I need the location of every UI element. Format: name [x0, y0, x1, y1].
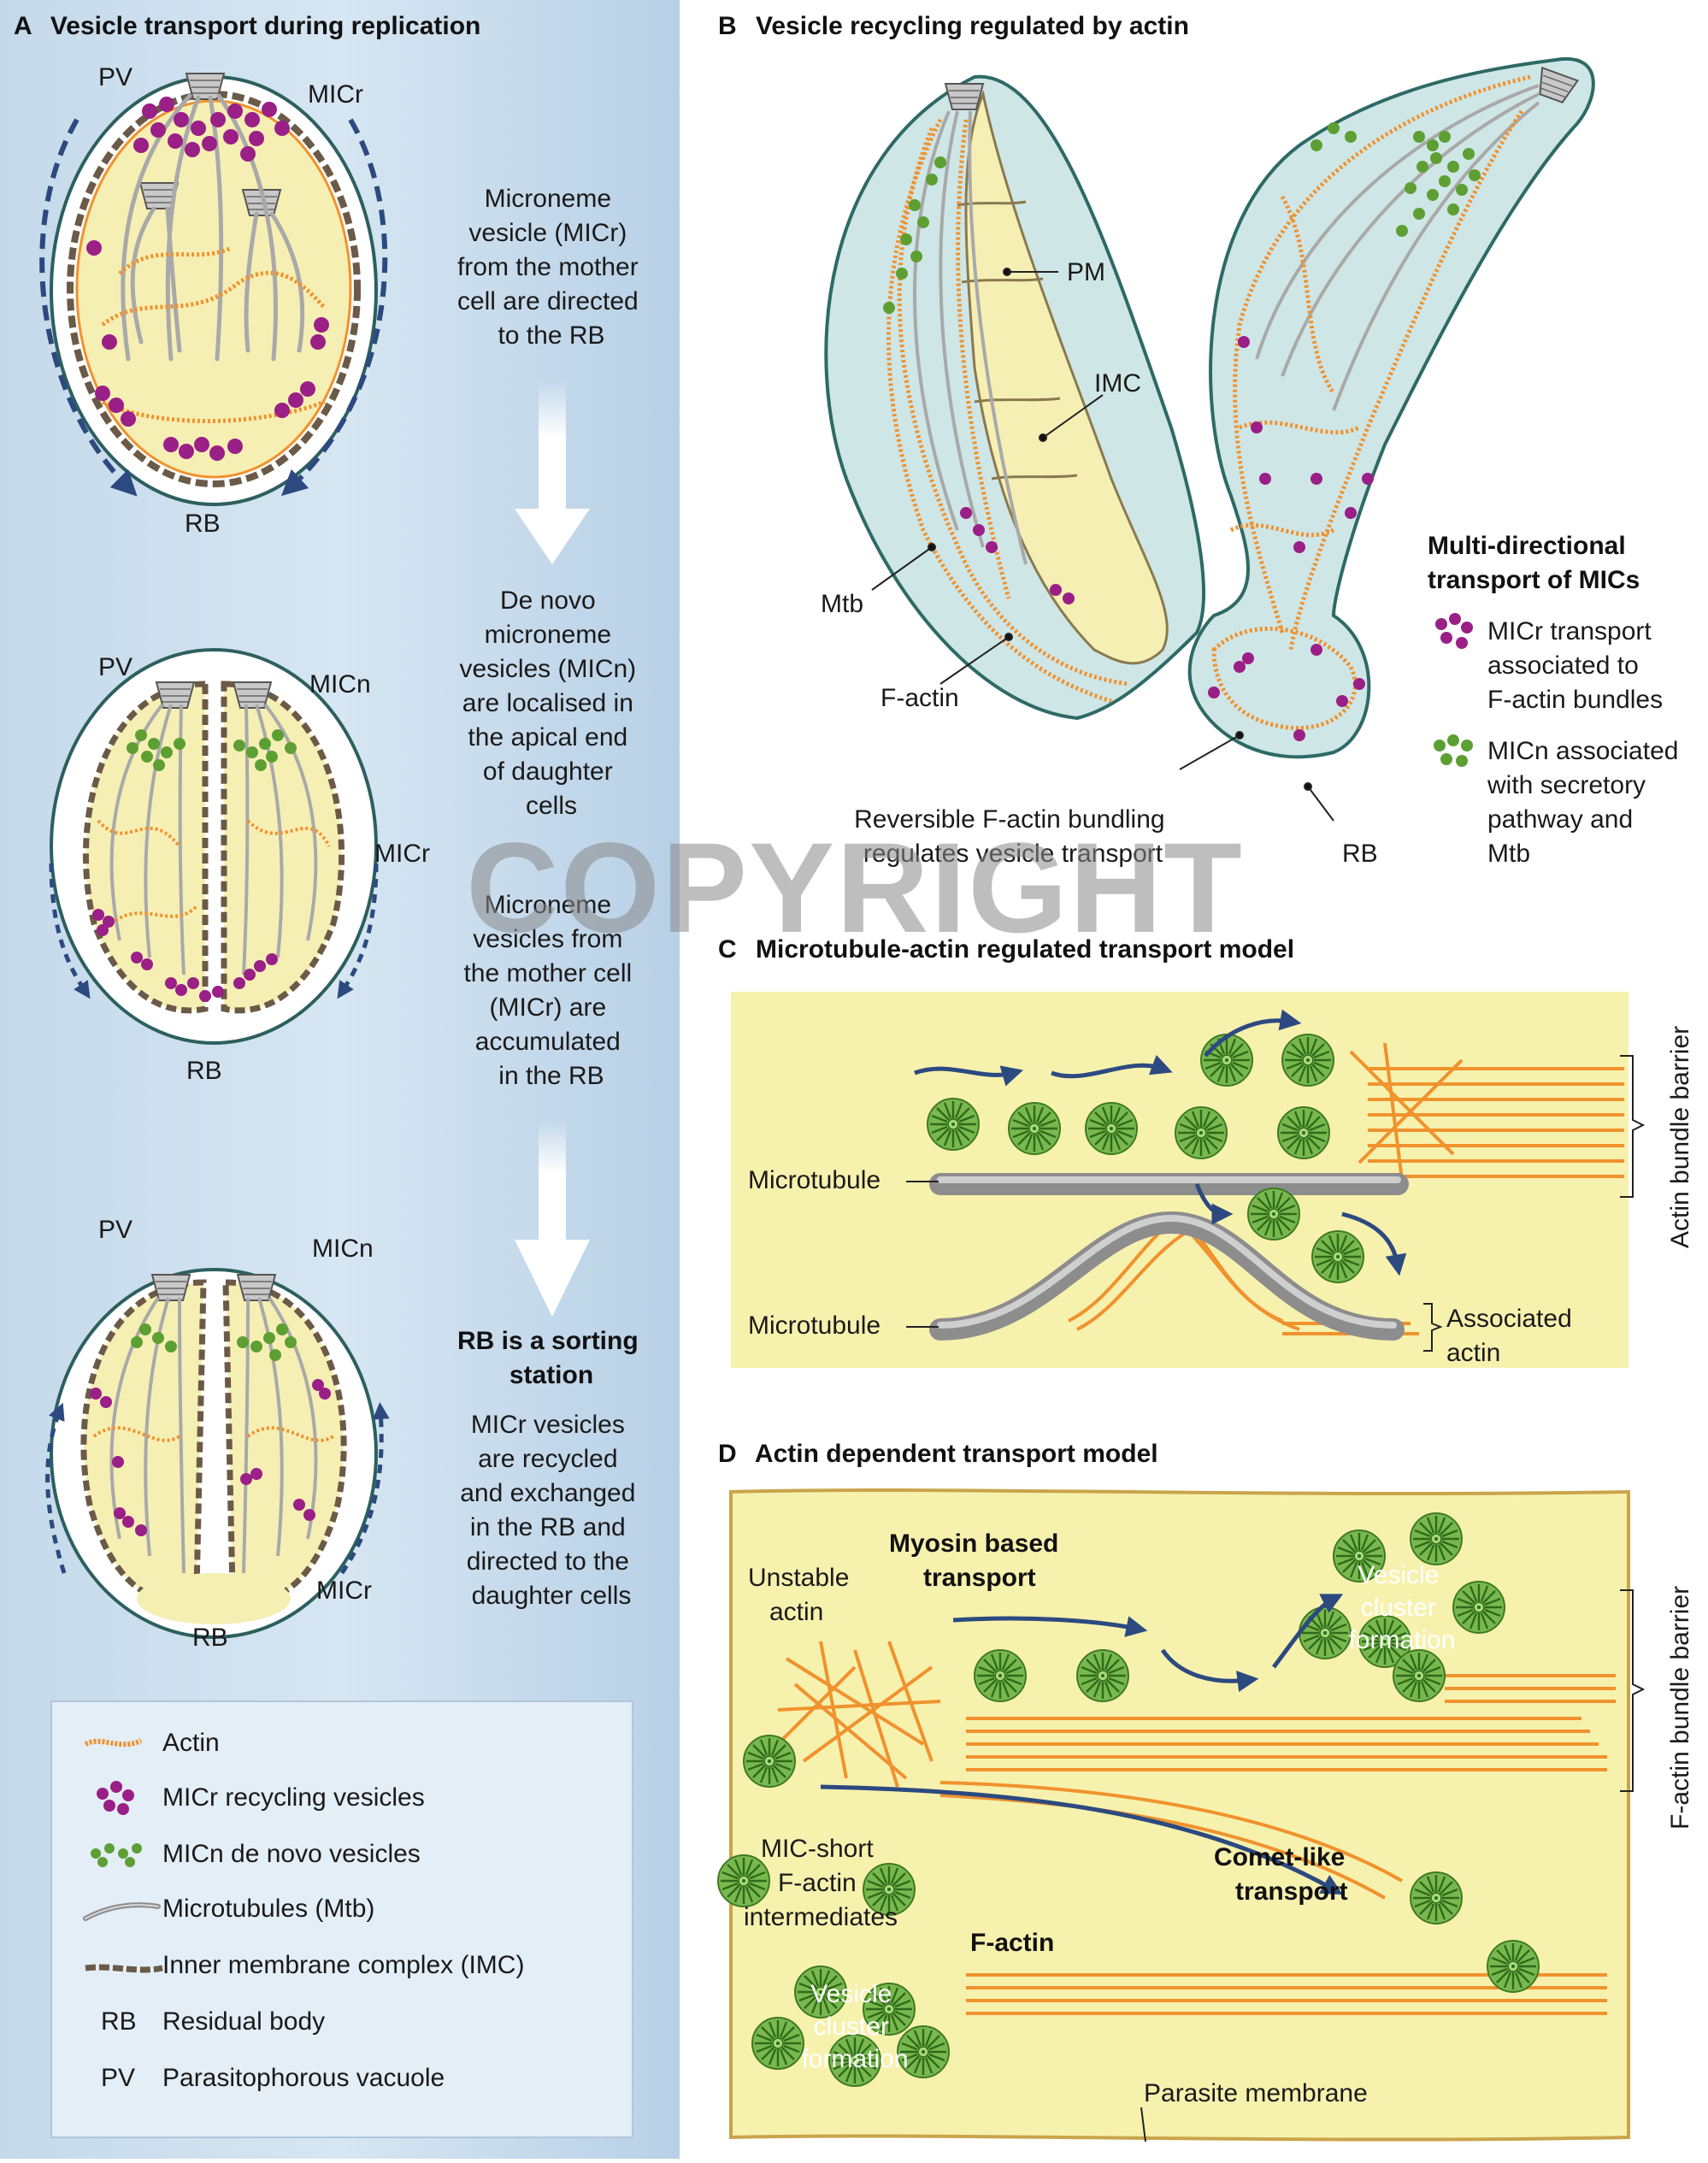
microtubule-1: [929, 1173, 1409, 1195]
stage2-description-2: Microneme vesicles from the mother cell …: [463, 891, 639, 1090]
panel-d-letter: D: [718, 1440, 737, 1468]
micr-vesicles-cluster: [86, 97, 329, 461]
svg-text:D Actin dependent transp: D Actin dependent transport model: [718, 1440, 1158, 1468]
panel-a: A Vesicle transport during replication: [0, 0, 680, 2159]
stage3-bold-heading: RB is a sorting station: [457, 1327, 645, 1389]
myosin-transport-label: Myosin based transport: [889, 1529, 1066, 1592]
stage1-pv-label: PV: [98, 63, 133, 91]
key-micn-description: MICn associated with secretory pathway a…: [1487, 737, 1686, 868]
mic-short-label: MIC-short F-actin intermediates: [744, 1835, 898, 1931]
actin-bundle-barrier-label: Actin bundle barrier: [1666, 1026, 1694, 1248]
stage3-description: MICr vesicles are recycled and exchanged…: [460, 1411, 643, 1610]
actin-icon: [84, 1738, 143, 1747]
panel-b-factin-label: F-actin: [881, 684, 959, 712]
micr-vesicles-icon: [97, 1781, 134, 1815]
unstable-actin-label: Unstable actin: [748, 1564, 857, 1626]
panel-d-factin-label: F-actin: [970, 1929, 1054, 1957]
flow-arrow-2: [515, 1120, 590, 1317]
panel-b: B Vesicle recycling regulated by actin: [718, 12, 1686, 868]
stage3-micn-label: MICn: [312, 1235, 374, 1263]
panel-d-title: Actin dependent transport model: [755, 1440, 1158, 1468]
microtubule-1-label: Microtubule: [748, 1166, 881, 1194]
stage2-rb-label: RB: [186, 1057, 222, 1085]
stage3-cell: PV MICn MICr RB: [45, 1216, 390, 1652]
legend-label-microtubules: Microtubules (Mtb): [162, 1895, 374, 1923]
imc-icon: [85, 1964, 163, 1973]
legend: Actin MICr recycling vesicles MICn de no…: [50, 1700, 633, 2138]
legend-label-micr: MICr recycling vesicles: [162, 1783, 425, 1812]
panel-a-title: Vesicle transport during replication: [50, 12, 480, 40]
stage1-micr-label: MICr: [308, 80, 363, 109]
svg-text:A Vesicle transport duri: A Vesicle transport during replication: [14, 12, 480, 40]
vesicle-cluster-top-label: Vesicle cluster formation: [1348, 1561, 1455, 1654]
parasite-body-left: [824, 74, 1205, 721]
panel-b-pm-label: PM: [1067, 258, 1105, 286]
stage2-micn-label: MICn: [309, 670, 371, 698]
parasite-body-right: [1187, 56, 1595, 759]
stage2-cell: PV MICn MICr RB: [49, 648, 430, 1085]
stage2-description-1: De novo microneme vesicles (MICn) are lo…: [459, 586, 643, 820]
stage1-cell: PV MICr RB: [39, 63, 388, 538]
panel-b-letter: B: [718, 12, 737, 40]
svg-text:B Vesicle recycling regu: B Vesicle recycling regulated by actin: [718, 12, 1189, 40]
panel-c-letter: C: [718, 935, 737, 964]
stage3-pv-label: PV: [98, 1216, 133, 1244]
stage3-rb-label: RB: [192, 1624, 228, 1652]
panel-d: D Actin dependent transport model: [716, 1440, 1694, 2142]
parasite-membrane-label: Parasite membrane: [1144, 2079, 1368, 2107]
legend-label-imc: Inner membrane complex (IMC): [162, 1951, 524, 1979]
microtubule-2-label: Microtubule: [748, 1311, 881, 1340]
key-micr-description: MICr transport associated to F-actin bun…: [1487, 617, 1663, 714]
panel-b-imc-label: IMC: [1094, 369, 1141, 398]
legend-label-rb: Residual body: [162, 2007, 325, 2036]
panel-b-rb-label: RB: [1342, 840, 1378, 868]
vesicle-cluster-bottom-label: Vesicle cluster formation: [801, 1980, 908, 2073]
flow-arrow-1: [515, 380, 590, 564]
micn-vesicles-icon: [91, 1843, 142, 1867]
legend-abbr-rb: RB: [101, 2007, 137, 2036]
associated-actin-label: Associated actin: [1446, 1305, 1579, 1367]
panel-b-bundling-note: Reversible F-actin bundling regulates ve…: [854, 805, 1172, 868]
microtubule-2: [929, 1211, 1405, 1341]
key-micn-icon: [1434, 734, 1473, 767]
stage2-pv-label: PV: [98, 653, 133, 681]
panel-c: C Microtubule-actin regulated transport …: [718, 935, 1694, 1368]
stage1-description: Microneme vesicle (MICr) from the mother…: [457, 185, 645, 350]
panel-a-letter: A: [14, 12, 32, 40]
svg-text:C Microtubule-actin regu: C Microtubule-actin regulated transport …: [718, 935, 1294, 964]
comet-transport-label: Comet-like transport: [1214, 1843, 1352, 1906]
panel-c-title: Microtubule-actin regulated transport mo…: [756, 935, 1294, 964]
svg-text:Multi-directional tran: Multi-directional transport of MICs: [1428, 532, 1640, 594]
legend-label-micn: MICn de novo vesicles: [162, 1840, 421, 1868]
panel-b-mtb-label: Mtb: [821, 590, 863, 618]
panel-b-title: Vesicle recycling regulated by actin: [756, 12, 1189, 40]
legend-label-pv: Parasitophorous vacuole: [162, 2064, 445, 2092]
stage2-micr-label: MICr: [374, 840, 430, 868]
microtubule-icon: [83, 1902, 161, 1921]
copyright-watermark: COPYRIGHT: [466, 816, 1244, 959]
factin-bundle-barrier-label: F-actin bundle barrier: [1666, 1586, 1694, 1830]
panel-b-key: Multi-directional transport of MICs MICr…: [1428, 532, 1686, 868]
legend-abbr-pv: PV: [101, 2064, 135, 2092]
stage3-micr-label: MICr: [316, 1577, 372, 1605]
legend-label-actin: Actin: [162, 1729, 220, 1757]
stage1-rb-label: RB: [185, 510, 221, 538]
key-micr-icon: [1435, 613, 1473, 649]
